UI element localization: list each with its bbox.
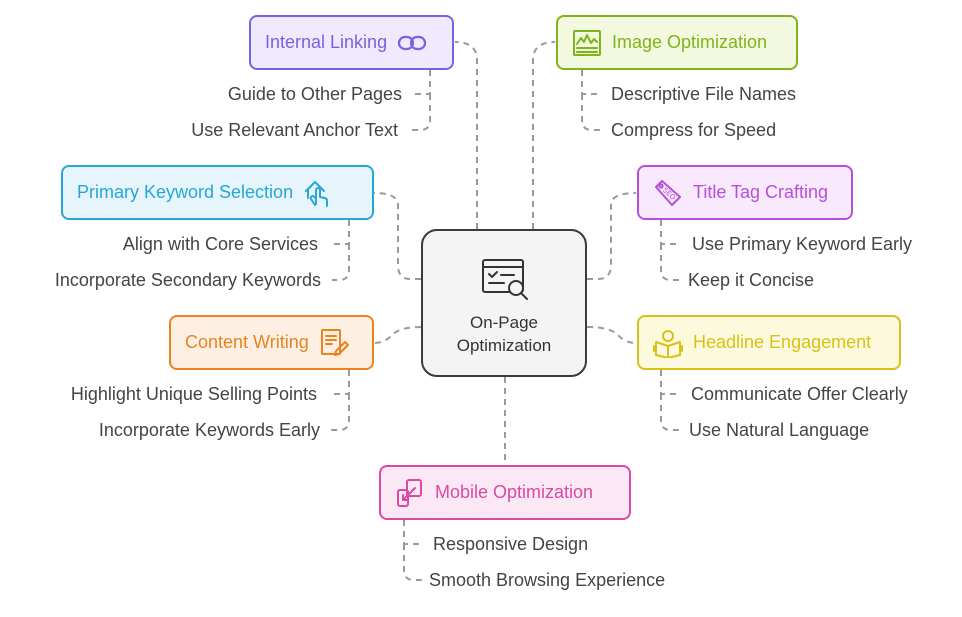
checklist-search-icon [482,259,528,300]
reader-book-icon [653,329,683,358]
sub-item: Align with Core Services [122,234,318,254]
connector-internal-linking [454,41,478,229]
sub-connector-internal-2 [410,94,431,131]
sub-item: Highlight Unique Selling Points [70,384,317,404]
sub-connector-content-1 [330,370,350,395]
topic-label: Content Writing [185,332,309,352]
sub-item: Use Primary Keyword Early [692,234,913,254]
sub-item: Incorporate Secondary Keywords [54,270,321,290]
topic-label: Headline Engagement [693,332,872,352]
sub-item: Use Natural Language [689,420,870,440]
connector-primary-keyword [373,192,421,280]
touch-home-icon [305,180,329,207]
sub-item: Guide to Other Pages [227,84,402,104]
document-pen-icon [320,328,349,356]
sub-connector-image-2 [581,94,600,131]
topic-internal-linking[interactable]: Internal Linking [249,15,454,70]
sub-item: Incorporate Keywords Early [98,420,320,440]
mobile-touch-icon [397,478,422,507]
sub-connector-title-2 [660,244,680,281]
center-label: On-Page Optimization [456,313,552,355]
topic-label: Primary Keyword Selection [77,182,294,202]
topic-primary-keyword[interactable]: Primary Keyword Selection [61,165,374,220]
connector-title-tag [587,192,637,280]
sub-connector-content-2 [330,394,350,431]
topic-label: Title Tag Crafting [693,182,829,202]
sub-connector-internal-1 [410,70,431,95]
svg-text:SEO: SEO [661,186,677,202]
connector-image-optimization [532,41,556,229]
topic-content-writing[interactable]: Content Writing [169,315,374,370]
sub-connector-title-1 [660,220,680,245]
image-chart-icon [573,29,601,56]
topic-image-optimization[interactable]: Image Optimization [556,15,798,70]
connector-headline [586,326,637,344]
sub-item: Keep it Concise [688,270,815,290]
connector-content-writing [373,326,422,344]
sub-item: Communicate Offer Clearly [691,384,908,404]
sub-connector-image-1 [581,70,600,95]
center-node: On-Page Optimization [421,229,587,377]
topic-label: Mobile Optimization [435,482,594,502]
topic-label: Internal Linking [265,32,388,52]
sub-item: Responsive Design [433,534,589,554]
seo-tag-icon: SEO [655,179,681,206]
sub-connector-keyword-1 [332,220,350,245]
sub-connector-headline-2 [660,394,680,431]
topic-label: Image Optimization [612,32,768,52]
sub-connector-headline-1 [660,370,680,395]
sub-connector-mobile-1 [403,520,422,545]
sub-connector-keyword-2 [332,244,350,281]
link-icon [397,35,427,50]
sub-item: Compress for Speed [611,120,777,140]
sub-item: Descriptive File Names [611,84,797,104]
topic-mobile[interactable]: Mobile Optimization [379,465,631,520]
sub-item: Smooth Browsing Experience [429,570,666,590]
topic-title-tag[interactable]: SEO Title Tag Crafting [637,165,853,220]
sub-item: Use Relevant Anchor Text [191,120,398,140]
topic-headline[interactable]: Headline Engagement [637,315,901,370]
sub-connector-mobile-2 [403,544,422,581]
